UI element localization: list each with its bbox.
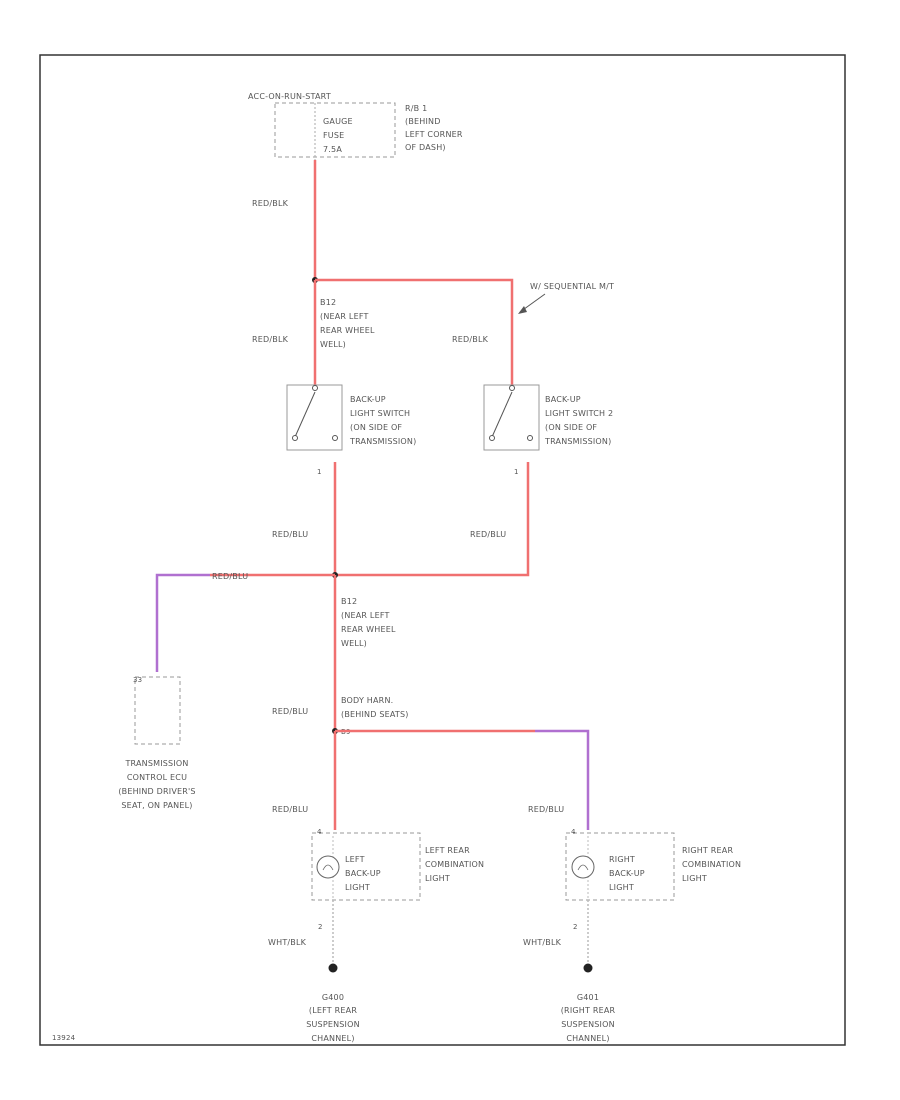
tcu-line-1: TRANSMISSION [124, 759, 188, 768]
switch2-line-3: (ON SIDE OF [545, 423, 597, 432]
left-lamp-comb-2: COMBINATION [425, 860, 484, 869]
switch2-line-2: LIGHT SWITCH 2 [545, 409, 613, 418]
wire-harness-to-right-violet [535, 729, 590, 830]
left-lamp-name-2: BACK-UP [345, 869, 381, 878]
wire-label-red-blk-2: RED/BLK [252, 335, 289, 344]
tcu-box [134, 676, 181, 745]
ground-right-icon [583, 963, 593, 973]
switch2-blade [491, 391, 513, 438]
wire-switch2-to-splice2 [335, 462, 530, 577]
right-lamp-comb-1: RIGHT REAR [682, 846, 733, 855]
left-lamp-name-1: LEFT [345, 855, 365, 864]
wire-label-wht-blk-2: WHT/BLK [523, 938, 562, 947]
tcu-line-3: (BEHIND DRIVER'S [118, 787, 195, 796]
right-lamp-box [565, 832, 675, 901]
switch2-box [483, 384, 540, 451]
right-lamp-pin-top: 4 [571, 828, 576, 836]
switch2-contact [527, 435, 533, 441]
switch1-line-1: BACK-UP [350, 395, 386, 404]
switch1-blade [294, 391, 316, 438]
switch1-line-2: LIGHT SWITCH [350, 409, 410, 418]
splice2-line-2: (NEAR LEFT [341, 611, 390, 620]
right-lamp-name-1: RIGHT [609, 855, 635, 864]
left-lamp-pin-bottom: 2 [318, 923, 323, 931]
switch1-box [286, 384, 343, 451]
ground-right-code: G401 [577, 993, 599, 1002]
switch1-line-3: (ON SIDE OF [350, 423, 402, 432]
switch2-line-4: TRANSMISSION) [544, 437, 611, 446]
right-lamp-comb-2: COMBINATION [682, 860, 741, 869]
wire-label-red-blk-1: RED/BLK [252, 199, 289, 208]
fuse-box [274, 102, 396, 158]
fuse-loc-2: (BEHIND [405, 117, 441, 126]
ground-right-line-1: (RIGHT REAR [561, 1006, 616, 1015]
note-arrow-head [518, 306, 527, 314]
splice1-line-3: REAR WHEEL [320, 326, 375, 335]
splice1-line-1: B12 [320, 298, 336, 307]
wire-label-red-blu-1: RED/BLU [272, 530, 308, 539]
switch1-pivot [292, 435, 298, 441]
wire-label-red-blu-6: RED/BLU [272, 805, 308, 814]
ground-left-code: G400 [322, 993, 344, 1002]
switch2-pin: 1 [514, 468, 519, 476]
fuse-name-1: GAUGE [323, 117, 353, 126]
ground-right-line-3: CHANNEL) [566, 1034, 609, 1043]
wire-label-red-blu-5: RED/BLU [528, 805, 564, 814]
right-lamp-name-2: BACK-UP [609, 869, 645, 878]
wire-splice2-to-tcu-violet [155, 573, 210, 672]
wire-label-red-blu-3: RED/BLU [212, 572, 248, 581]
ground-left-line-2: SUSPENSION [306, 1020, 360, 1029]
ground-left-line-3: CHANNEL) [311, 1034, 354, 1043]
left-lamp-comb-3: LIGHT [425, 874, 450, 883]
wire-label-wht-blk-1: WHT/BLK [268, 938, 307, 947]
body-harness-line-1: BODY HARN. [341, 696, 393, 705]
body-harness-line-2: (BEHIND SEATS) [341, 710, 409, 719]
fuse-loc-3: LEFT CORNER [405, 130, 463, 139]
tcu-line-2: CONTROL ECU [127, 773, 187, 782]
switch1-top-terminal [312, 385, 318, 391]
right-lamp-comb-3: LIGHT [682, 874, 707, 883]
figure-id: 13924 [52, 1034, 76, 1042]
splice2-line-4: WELL) [341, 639, 367, 648]
fuse-name-2: FUSE [323, 131, 344, 140]
splice1-line-2: (NEAR LEFT [320, 312, 369, 321]
switch2-line-1: BACK-UP [545, 395, 581, 404]
right-lamp-name-3: LIGHT [609, 883, 634, 892]
switch1-contact [332, 435, 338, 441]
fuse-name-3: 7.5A [323, 145, 342, 154]
fuse-supply-label: ACC-ON-RUN-START [248, 92, 331, 101]
splice2-line-1: B12 [341, 597, 357, 606]
wire-label-red-blu-2: RED/BLU [470, 530, 506, 539]
left-lamp-pin-top: 4 [317, 828, 322, 836]
fuse-loc-4: OF DASH) [405, 143, 446, 152]
switch2-top-terminal [509, 385, 515, 391]
switch2-pivot [489, 435, 495, 441]
left-bulb-filament-icon [322, 864, 334, 871]
left-lamp-box [311, 832, 421, 901]
switch1-line-4: TRANSMISSION) [349, 437, 416, 446]
fuse-loc-1: R/B 1 [405, 104, 427, 113]
wire-label-red-blk-3: RED/BLK [452, 335, 489, 344]
note-sequential-mt: W/ SEQUENTIAL M/T [530, 282, 614, 291]
splice1-line-4: WELL) [320, 340, 346, 349]
left-bulb-icon [316, 855, 340, 879]
tcu-pin: 33 [133, 676, 142, 684]
left-lamp-name-3: LIGHT [345, 883, 370, 892]
wire-splice-to-switch2 [315, 278, 514, 385]
ground-left-icon [328, 963, 338, 973]
left-lamp-comb-1: LEFT REAR [425, 846, 470, 855]
right-bulb-filament-icon [577, 864, 589, 871]
ground-left-line-1: (LEFT REAR [309, 1006, 357, 1015]
splice2-line-3: REAR WHEEL [341, 625, 396, 634]
switch1-pin: 1 [317, 468, 322, 476]
ground-right-line-2: SUSPENSION [561, 1020, 615, 1029]
tcu-line-4: SEAT, ON PANEL) [121, 801, 192, 810]
diagram-frame [39, 54, 846, 1046]
right-lamp-pin-bottom: 2 [573, 923, 578, 931]
wire-label-red-blu-4: RED/BLU [272, 707, 308, 716]
right-bulb-icon [571, 855, 595, 879]
